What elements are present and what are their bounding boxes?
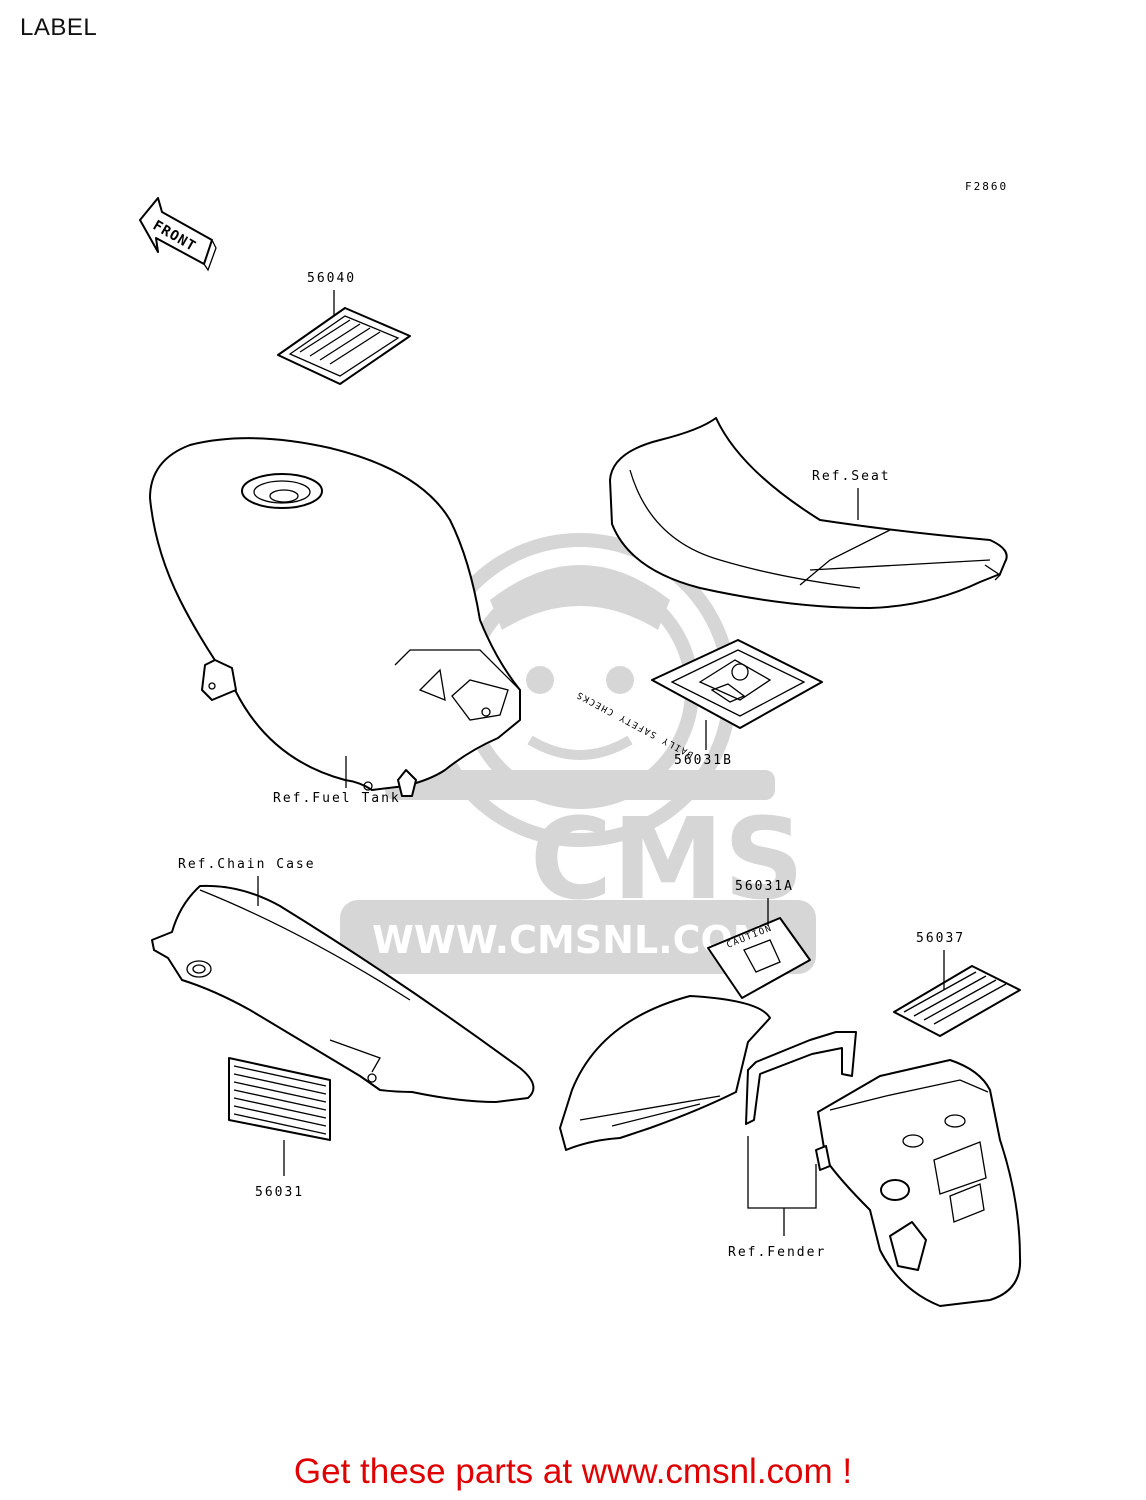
daily-safety-checks-text: DAILY SAFETY CHECKS — [574, 689, 695, 760]
ref-chain-case-label: Ref.Chain Case — [178, 857, 316, 872]
part-56040: 56040 — [277, 271, 411, 385]
ref-fender-label: Ref.Fender — [728, 1245, 826, 1260]
front-arrow-icon: FRONT — [139, 197, 217, 272]
seat — [609, 417, 1008, 609]
part-56031-label: 56031 — [255, 1185, 304, 1200]
fender-rear-section — [815, 1059, 1022, 1307]
watermark-url: WWW.CMSNL.COM — [372, 918, 771, 962]
page-title: LABEL — [20, 14, 98, 41]
part-56040-label: 56040 — [307, 271, 356, 286]
fender-front-section — [559, 995, 857, 1151]
part-56031 — [228, 1057, 331, 1141]
ref-seat-label: Ref.Seat — [812, 469, 891, 484]
part-56037 — [893, 965, 1021, 1037]
ref-fuel-tank-label: Ref.Fuel Tank — [273, 791, 401, 806]
chain-case — [151, 884, 535, 1103]
part-56037-label: 56037 — [916, 931, 965, 946]
part-56031B-label: 56031B — [674, 753, 733, 768]
fuel-tank — [149, 437, 521, 797]
figure-code: F2860 — [965, 180, 1008, 193]
part-56031B: DAILY SAFETY CHECKS — [574, 639, 823, 760]
cta-link[interactable]: Get these parts at www.cmsnl.com ! — [293, 1452, 853, 1491]
part-56031A-label: 56031A — [735, 879, 794, 894]
watermark: CMS WWW.CMSNL.COM — [340, 533, 816, 974]
